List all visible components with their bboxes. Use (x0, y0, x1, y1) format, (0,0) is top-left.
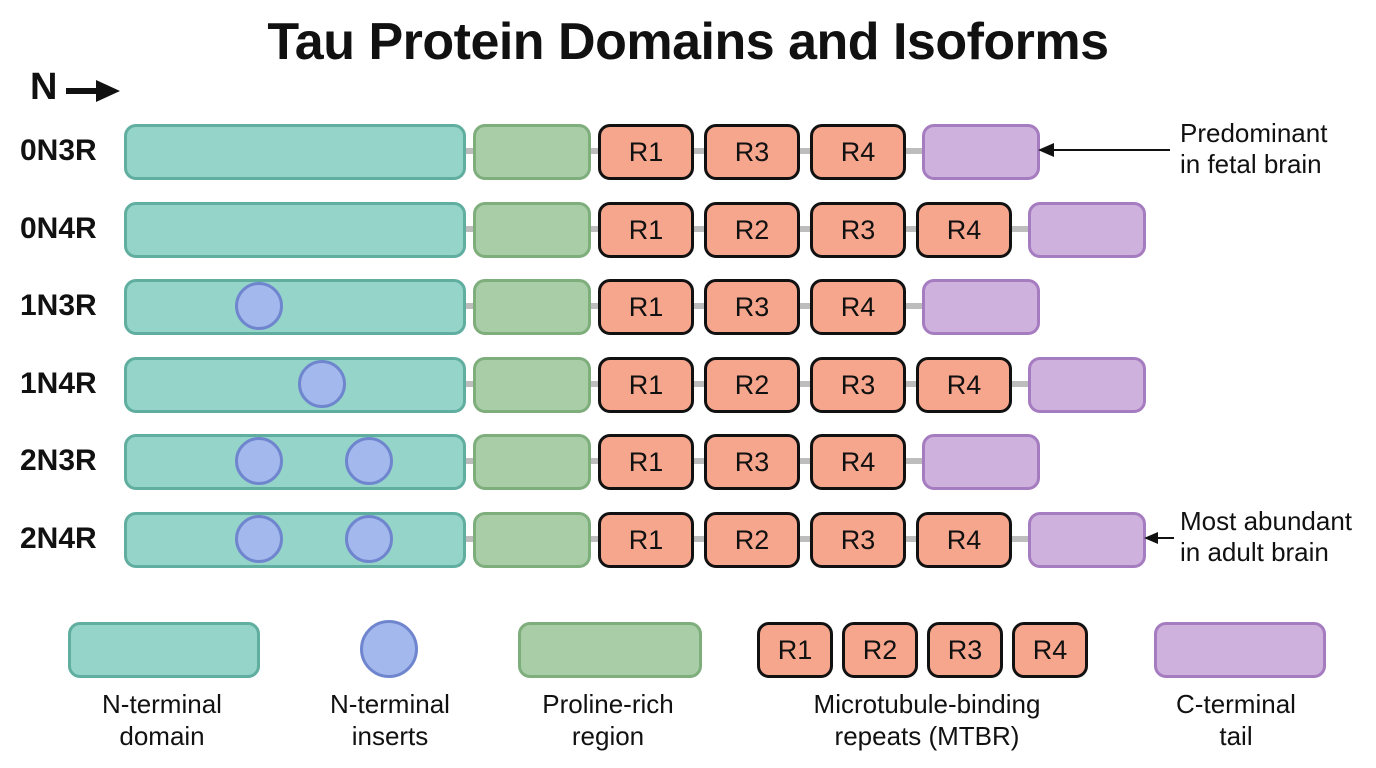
repeat-r3: R3 (704, 434, 800, 490)
isoform-label: 1N4R (20, 367, 97, 400)
isoform-label: 2N3R (20, 444, 97, 477)
c-terminal-tail (922, 279, 1040, 335)
proline-rich-region (473, 202, 591, 258)
isoform-label: 1N3R (20, 289, 97, 322)
repeat-r1: R1 (598, 512, 694, 568)
repeat-r4: R4 (810, 434, 906, 490)
legend-repeat-r1: R1 (757, 622, 833, 678)
isoform-label: 2N4R (20, 522, 97, 555)
legend-c-terminal-line1: C-terminal (1176, 689, 1296, 719)
repeat-r4: R4 (810, 279, 906, 335)
proline-rich-region (473, 124, 591, 180)
n-terminal-insert (235, 282, 283, 330)
repeat-r3: R3 (704, 279, 800, 335)
c-terminal-tail (1028, 357, 1146, 413)
c-terminal-tail (1028, 512, 1146, 568)
proline-rich-region (473, 357, 591, 413)
legend-c-terminal-swatch (1154, 622, 1326, 678)
legend-n-terminal-swatch (68, 622, 260, 678)
repeat-r4: R4 (916, 202, 1012, 258)
repeat-r1: R1 (598, 279, 694, 335)
legend-repeat-r3: R3 (927, 622, 1003, 678)
n-terminal-insert (345, 437, 393, 485)
annotation-adult-line2: in adult brain (1180, 537, 1329, 567)
c-terminal-tail (922, 434, 1040, 490)
n-terminal-domain (124, 202, 466, 258)
legend-proline-line2: region (571, 721, 645, 751)
n-terminal-insert (235, 515, 283, 563)
repeat-r2: R2 (704, 357, 800, 413)
n-terminal-insert (345, 515, 393, 563)
page-title: Tau Protein Domains and Isoforms (267, 13, 1109, 71)
n-terminal-insert (235, 437, 283, 485)
proline-rich-region (473, 279, 591, 335)
legend-mtbr-line1: Microtubule-binding (813, 689, 1041, 719)
repeat-r2: R2 (704, 202, 800, 258)
right-arrow-icon (66, 80, 120, 102)
annotation-fetal-line1: Predominant (1180, 118, 1328, 148)
n-terminal-domain (124, 279, 466, 335)
repeat-r1: R1 (598, 434, 694, 490)
annotation-adult-line1: Most abundant (1180, 506, 1353, 536)
annotation-fetal-line2: in fetal brain (1180, 149, 1322, 179)
left-arrow-icon (1144, 532, 1174, 544)
legend-n-terminal-label: N-terminal domain (62, 688, 262, 752)
legend-n-terminal-line1: N-terminal (102, 689, 222, 719)
legend-mtbr-label: Microtubule-binding repeats (MTBR) (772, 688, 1082, 752)
n-terminal-domain (124, 357, 466, 413)
legend-n-terminal-line2: domain (119, 721, 205, 751)
legend-insert-swatch (360, 620, 418, 678)
legend-proline-swatch (518, 622, 702, 678)
n-terminal-domain (124, 434, 466, 490)
n-terminus-label: N (30, 66, 58, 108)
proline-rich-region (473, 512, 591, 568)
proline-rich-region (473, 434, 591, 490)
repeat-r4: R4 (916, 512, 1012, 568)
repeat-r3: R3 (810, 512, 906, 568)
legend-repeat-r2: R2 (842, 622, 918, 678)
legend-proline-line1: Proline-rich (542, 689, 674, 719)
repeat-r1: R1 (598, 124, 694, 180)
isoform-label: 0N4R (20, 212, 97, 245)
n-terminal-domain (124, 512, 466, 568)
annotation-fetal: Predominant in fetal brain (1180, 118, 1327, 180)
n-terminal-domain (124, 124, 466, 180)
repeat-r1: R1 (598, 202, 694, 258)
legend-inserts-label: N-terminal inserts (290, 688, 490, 752)
repeat-r3: R3 (704, 124, 800, 180)
repeat-r4: R4 (810, 124, 906, 180)
c-terminal-tail (1028, 202, 1146, 258)
repeat-r3: R3 (810, 202, 906, 258)
legend-c-terminal-label: C-terminal tail (1136, 688, 1336, 752)
legend-repeat-r4: R4 (1012, 622, 1088, 678)
repeat-r3: R3 (810, 357, 906, 413)
legend-inserts-line1: N-terminal (330, 689, 450, 719)
annotation-adult: Most abundant in adult brain (1180, 506, 1352, 568)
legend-c-terminal-line2: tail (1219, 721, 1253, 751)
repeat-r1: R1 (598, 357, 694, 413)
repeat-r4: R4 (916, 357, 1012, 413)
c-terminal-tail (922, 124, 1040, 180)
legend-inserts-line2: inserts (351, 721, 429, 751)
isoform-label: 0N3R (20, 134, 97, 167)
legend-mtbr-line2: repeats (MTBR) (834, 721, 1020, 751)
repeat-r2: R2 (704, 512, 800, 568)
n-terminal-insert (298, 360, 346, 408)
left-arrow-icon (1038, 143, 1170, 157)
legend-proline-label: Proline-rich region (508, 688, 708, 752)
